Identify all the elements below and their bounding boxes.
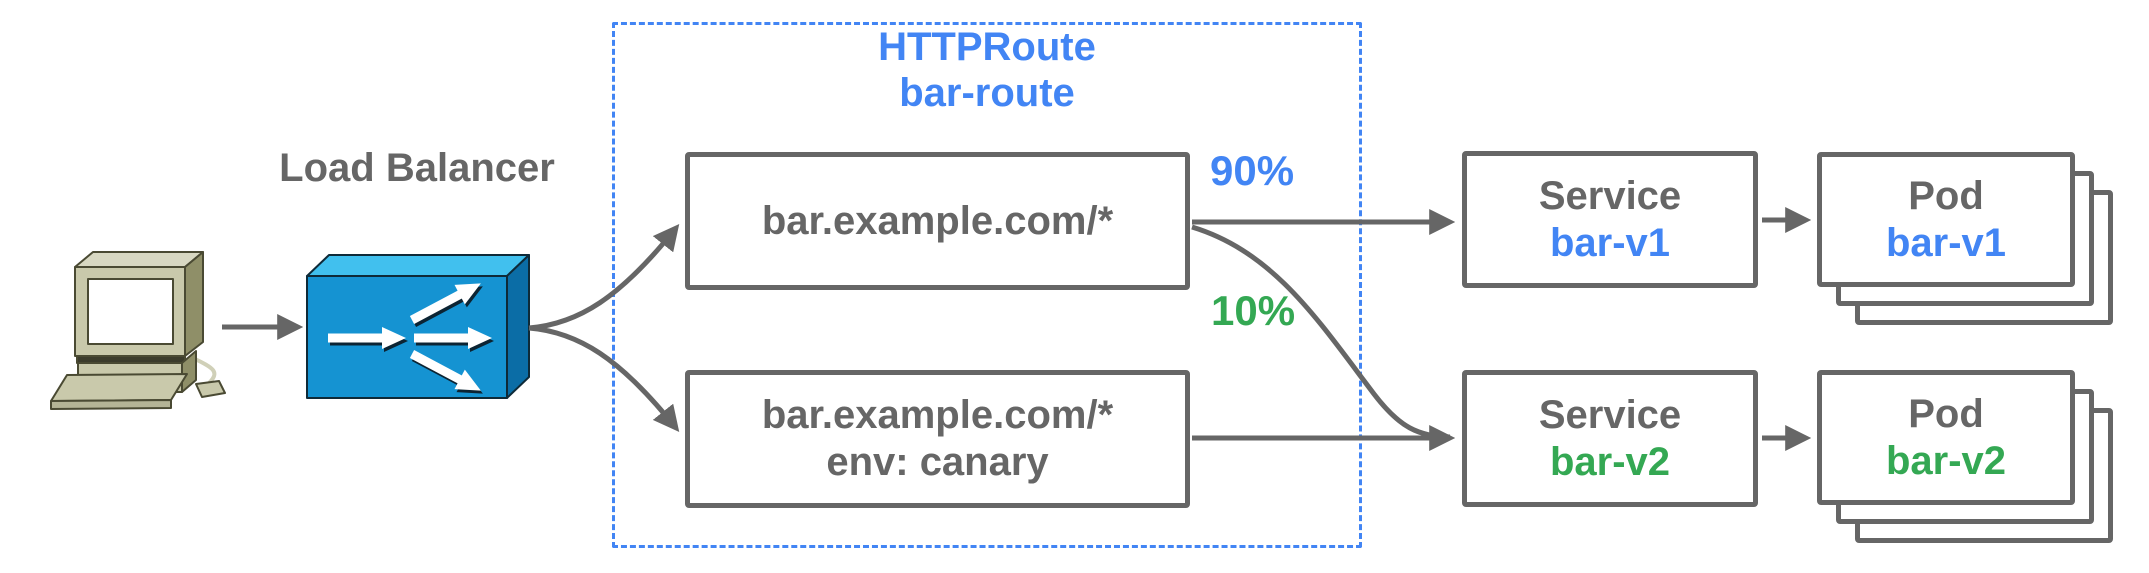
service-v2-box: Service bar-v2 xyxy=(1462,370,1758,507)
load-balancer-label: Load Balancer xyxy=(279,146,555,190)
service-name-label: bar-v2 xyxy=(1549,439,1671,484)
arrow-rule1-to-service-v2 xyxy=(1191,224,1451,440)
rule-match-text: bar.example.com/* xyxy=(761,393,1114,437)
service-name-label: bar-v1 xyxy=(1549,220,1671,265)
arrow-lb-to-rule1 xyxy=(528,223,680,331)
rule-header-text: env: canary xyxy=(826,440,1049,484)
pod-name-label: bar-v1 xyxy=(1885,220,2007,265)
rule-match-text: bar.example.com/* xyxy=(761,198,1114,243)
httproute-name: bar-route xyxy=(899,71,1075,115)
rule-box-canary: bar.example.com/* env: canary xyxy=(685,370,1190,508)
weight-10-label: 10% xyxy=(1211,287,1296,334)
rule-box-default: bar.example.com/* xyxy=(685,152,1190,290)
pod-v1-box: Pod bar-v1 xyxy=(1817,152,2075,287)
pod-kind-label: Pod xyxy=(1908,391,1984,436)
httproute-kind: HTTPRoute xyxy=(878,25,1096,69)
pod-v2-box: Pod bar-v2 xyxy=(1817,370,2075,505)
service-v1-box: Service bar-v1 xyxy=(1462,151,1758,288)
service-kind-label: Service xyxy=(1538,392,1682,437)
httproute-dashed-boundary xyxy=(612,22,1362,548)
httproute-title: HTTPRoute bar-route xyxy=(612,24,1362,116)
client-computer-icon xyxy=(50,251,226,410)
load-balancer-icon xyxy=(306,254,530,404)
weight-90-label: 90% xyxy=(1210,147,1295,194)
pod-kind-label: Pod xyxy=(1908,173,1984,218)
arrow-lb-to-rule2 xyxy=(528,325,680,433)
pod-name-label: bar-v2 xyxy=(1885,438,2007,483)
service-kind-label: Service xyxy=(1538,173,1682,218)
